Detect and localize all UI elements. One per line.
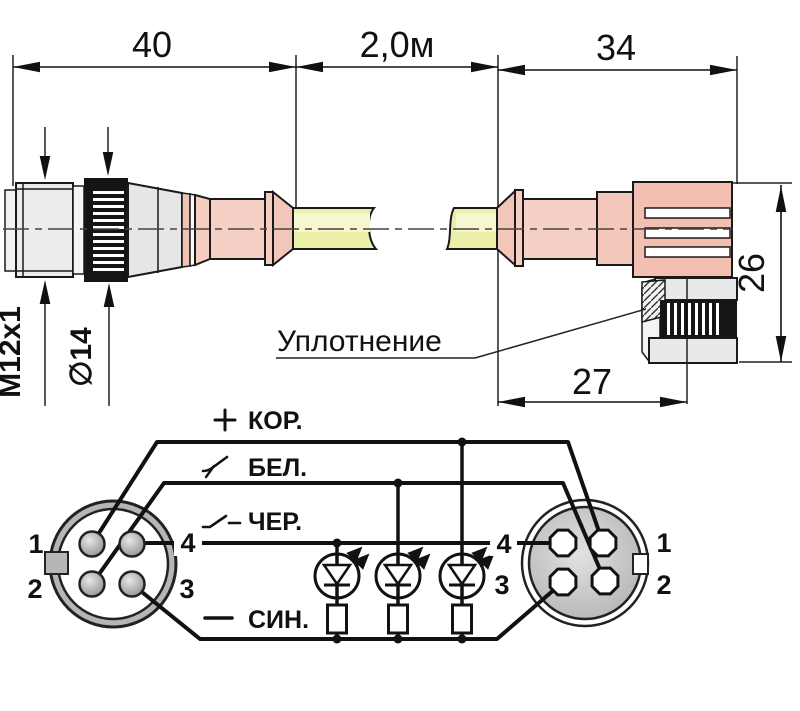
junction-dot — [332, 634, 342, 644]
switch-contact-dash-icon — [201, 514, 242, 529]
seal-label: Уплотнение — [277, 325, 442, 358]
junction-dot — [457, 437, 467, 447]
wire-blue-label: СИН. — [248, 606, 309, 634]
dim-40-label: 40 — [132, 24, 172, 65]
pin-label-left-3: 3 — [179, 574, 194, 604]
left-connector-side-view — [4, 178, 379, 282]
dimension-27: 27 — [498, 361, 687, 408]
dimension-26: 26 — [731, 182, 792, 363]
right-connector-face — [520, 498, 650, 628]
switch-contact-icon — [201, 455, 229, 479]
wiring-diagram: 1 2 4 3 4 1 3 2 КОР. БЕЛ. ЧЕР. СИН. — [27, 407, 672, 644]
pin-label-right-2: 2 — [656, 570, 671, 600]
pin-label-left-1: 1 — [28, 529, 43, 559]
wire-brown — [90, 440, 605, 546]
key-notch — [44, 551, 69, 575]
left-connector-face — [44, 499, 178, 629]
socket — [590, 566, 620, 596]
pin — [118, 570, 146, 598]
resistor-icon — [387, 603, 409, 635]
seal-callout: Уплотнение — [276, 308, 647, 359]
resistor-icon — [326, 603, 348, 635]
junction-dot — [457, 634, 467, 644]
thread-label: М12х1 — [0, 306, 27, 398]
dim-26-label: 26 — [731, 253, 772, 293]
pin-label-left-4: 4 — [180, 528, 195, 558]
dim-cable-length-label: 2,0м — [360, 24, 435, 65]
led-icon — [438, 546, 495, 600]
pin-label-left-2: 2 — [27, 574, 42, 604]
led-icon — [313, 546, 370, 600]
wire-blue — [130, 580, 565, 641]
junction-dot — [332, 538, 342, 548]
junction-dot — [393, 634, 403, 644]
pin-label-right-4: 4 — [496, 529, 511, 559]
socket — [548, 567, 578, 597]
top-dimensions: 40 2,0м 34 — [12, 24, 738, 406]
pin-label-right-1: 1 — [656, 528, 671, 558]
wire-white-label: БЕЛ. — [248, 454, 307, 482]
diameter-label: ∅14 — [65, 327, 98, 387]
socket — [588, 528, 618, 558]
pin — [118, 530, 146, 558]
pin — [78, 570, 106, 598]
wire-black-label: ЧЕР. — [248, 508, 302, 536]
thread-diameter-callouts: М12х1 ∅14 — [0, 127, 115, 406]
dim-34-label: 34 — [596, 27, 636, 68]
dim-27-label: 27 — [572, 361, 612, 402]
junction-dot — [393, 478, 403, 488]
socket — [548, 528, 578, 558]
led-icon — [374, 546, 431, 600]
key-notch — [632, 553, 649, 575]
wire-brown-label: КОР. — [248, 407, 303, 435]
resistor-icon — [451, 603, 473, 635]
pin-label-right-3: 3 — [494, 570, 509, 600]
pin — [78, 530, 106, 558]
plus-icon — [213, 408, 237, 432]
